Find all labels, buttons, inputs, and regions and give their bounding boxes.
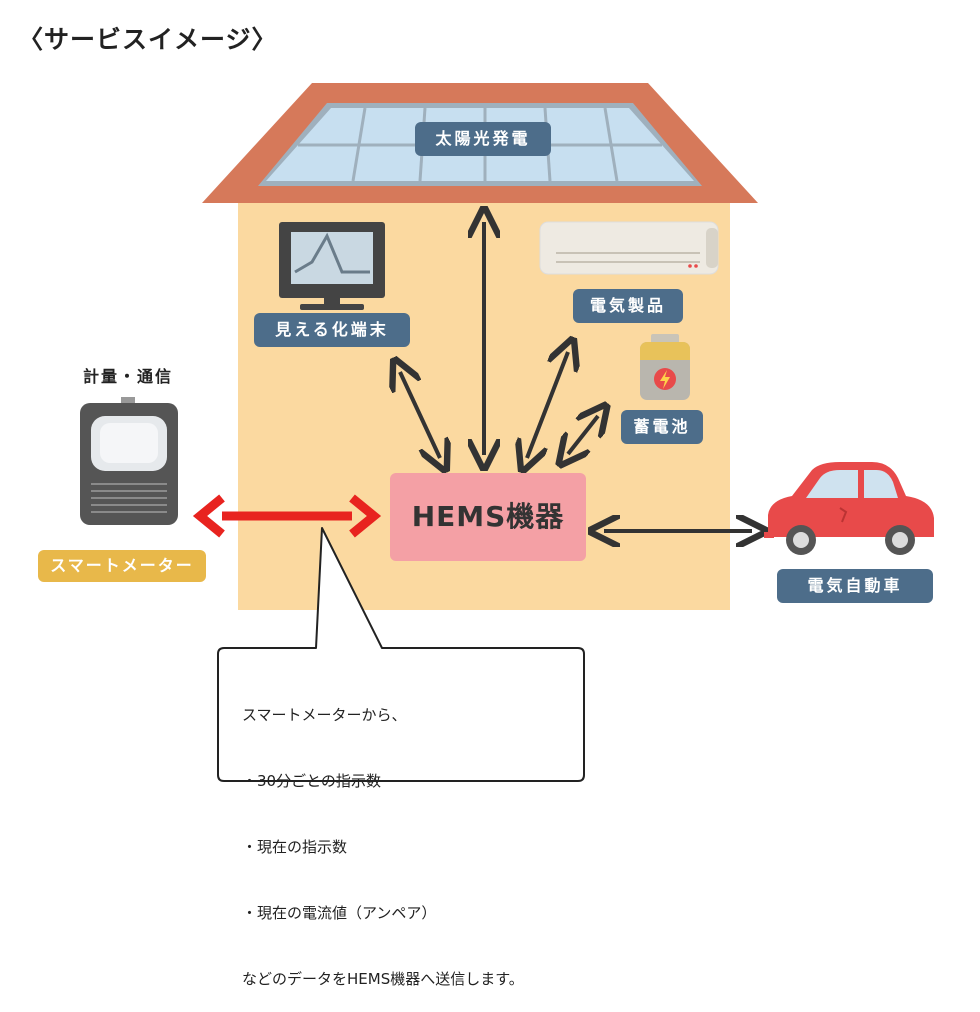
smart-meter-icon <box>80 397 178 525</box>
smart-meter-label: スマートメーター <box>38 550 206 582</box>
hems-device: HEMS機器 <box>390 473 586 561</box>
electric-car-icon <box>764 462 934 555</box>
page-title: 〈サービスイメージ〉 <box>18 25 278 54</box>
service-diagram <box>80 83 934 782</box>
display-terminal-label: 見える化端末 <box>254 313 410 347</box>
callout-line: ・現在の指示数 <box>242 838 348 856</box>
arrow-display <box>400 372 440 458</box>
solar-label: 太陽光発電 <box>415 122 551 156</box>
meter-top-label: 計量・通信 <box>83 367 174 386</box>
callout-text: スマートメーターから、 ・30分ごとの指示数 ・現在の指示数 ・現在の電流値（ア… <box>242 660 524 1012</box>
callout-line: ・現在の電流値（アンペア） <box>242 904 437 922</box>
arrow-meter <box>192 494 382 538</box>
callout-bubble <box>217 527 585 782</box>
battery-icon <box>640 334 690 400</box>
ev-label: 電気自動車 <box>777 569 933 603</box>
callout-line: ・30分ごとの指示数 <box>242 772 381 790</box>
battery-label: 蓄電池 <box>621 410 703 444</box>
display-terminal-icon <box>279 222 385 310</box>
callout-line: スマートメーターから、 <box>242 706 407 724</box>
arrow-appliances <box>527 352 568 458</box>
callout-line: などのデータをHEMS機器へ送信します。 <box>242 970 524 988</box>
air-conditioner-icon <box>539 221 719 275</box>
arrow-battery <box>568 416 598 454</box>
appliances-label: 電気製品 <box>573 289 683 323</box>
